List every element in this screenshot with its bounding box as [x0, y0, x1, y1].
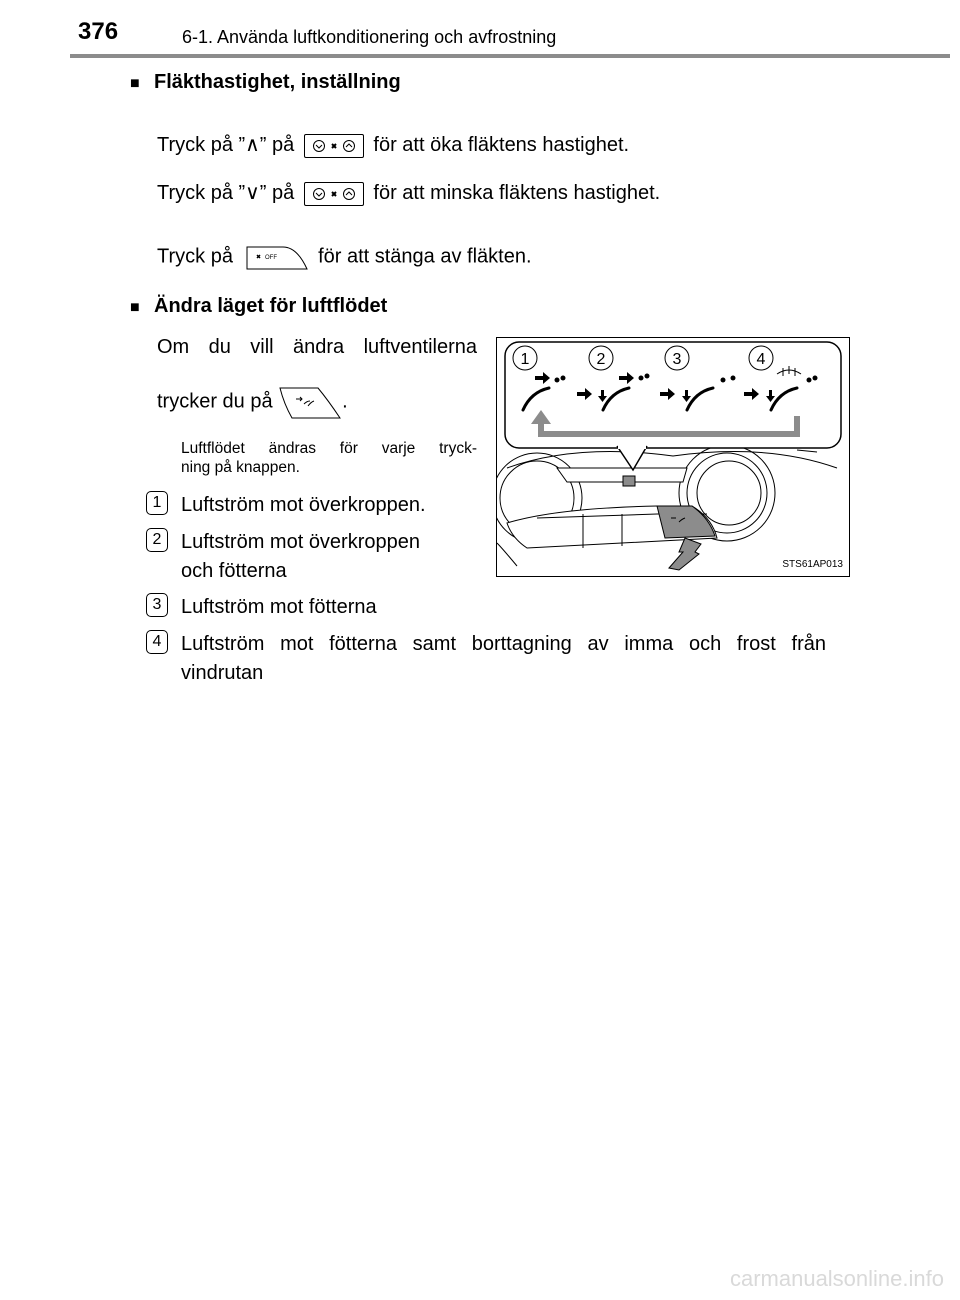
section-heading-airflow: ■ Ändra läget för luftflödet	[130, 295, 387, 318]
text: Tryck på ”	[157, 182, 246, 204]
callout-4: 4	[757, 351, 766, 368]
item-number-4: 4	[146, 630, 168, 654]
item-text-4: Luftström mot fötterna samt borttagning …	[181, 633, 826, 655]
instruction-increase: Tryck på ”∧” på för att öka fläktens has…	[157, 133, 629, 158]
bullet-square: ■	[130, 299, 140, 316]
text: .	[342, 390, 348, 413]
text: Tryck på ”	[157, 134, 246, 156]
callout-1: 1	[521, 351, 530, 368]
instruction-off: Tryck på OFF för att stänga av fläkten.	[157, 243, 532, 271]
section-heading-fan-speed: ■ Fläkthastighet, inställning	[130, 71, 401, 94]
figure-code: STS61AP013	[782, 559, 843, 570]
text: för att öka fläktens hastighet.	[373, 134, 630, 156]
off-label: OFF	[265, 255, 277, 261]
page-number: 376	[78, 18, 119, 45]
item-number-2: 2	[146, 528, 168, 552]
fan-speed-button-icon	[303, 181, 364, 206]
airflow-mode-button-icon	[279, 387, 342, 419]
item-text-1: Luftström mot överkroppen.	[181, 494, 426, 516]
airflow-text-2: trycker du på .	[157, 382, 348, 422]
airflow-text-1: Om du vill ändra luftventilerna	[157, 336, 477, 358]
callout-2: 2	[597, 351, 606, 368]
text: Tryck på	[157, 245, 233, 268]
bullet-square: ■	[130, 75, 140, 92]
text: ” på	[259, 134, 295, 156]
item-text-2b: och fötterna	[181, 560, 287, 582]
heading-text: Ändra läget för luftflödet	[154, 295, 388, 317]
header-divider	[70, 54, 950, 58]
text: trycker du på	[157, 390, 273, 413]
text: ” på	[259, 182, 295, 204]
note-line-2: ning på knappen.	[181, 459, 300, 476]
watermark: carmanualsonline.info	[729, 1266, 944, 1291]
fan-speed-button-icon	[303, 133, 364, 158]
item-text-2: Luftström mot överkroppen	[181, 531, 420, 553]
instruction-decrease: Tryck på ”∨” på för att minska fläktens …	[157, 181, 660, 206]
item-text-3: Luftström mot fötterna	[181, 596, 377, 618]
down-symbol: ∨	[245, 182, 260, 204]
airflow-figure-illustration: 1 2 3 4	[497, 341, 842, 571]
note-line-1: Luftflödet ändras för varje tryck-	[181, 440, 477, 457]
up-symbol: ∧	[245, 134, 260, 156]
text: för att stänga av fläkten.	[318, 245, 532, 268]
item-number-3: 3	[146, 593, 168, 617]
text: för att minska fläktens hastighet.	[373, 182, 661, 204]
chapter-title: 6-1. Använda luftkonditionering och avfr…	[182, 27, 557, 47]
airflow-figure: 1 2 3 4 STS61AP013	[496, 337, 850, 577]
item-number-1: 1	[146, 491, 168, 515]
heading-text: Fläkthastighet, inställning	[154, 71, 401, 93]
fan-off-button-icon: OFF	[246, 246, 308, 270]
callout-3: 3	[673, 351, 682, 368]
item-text-4b: vindrutan	[181, 662, 264, 684]
